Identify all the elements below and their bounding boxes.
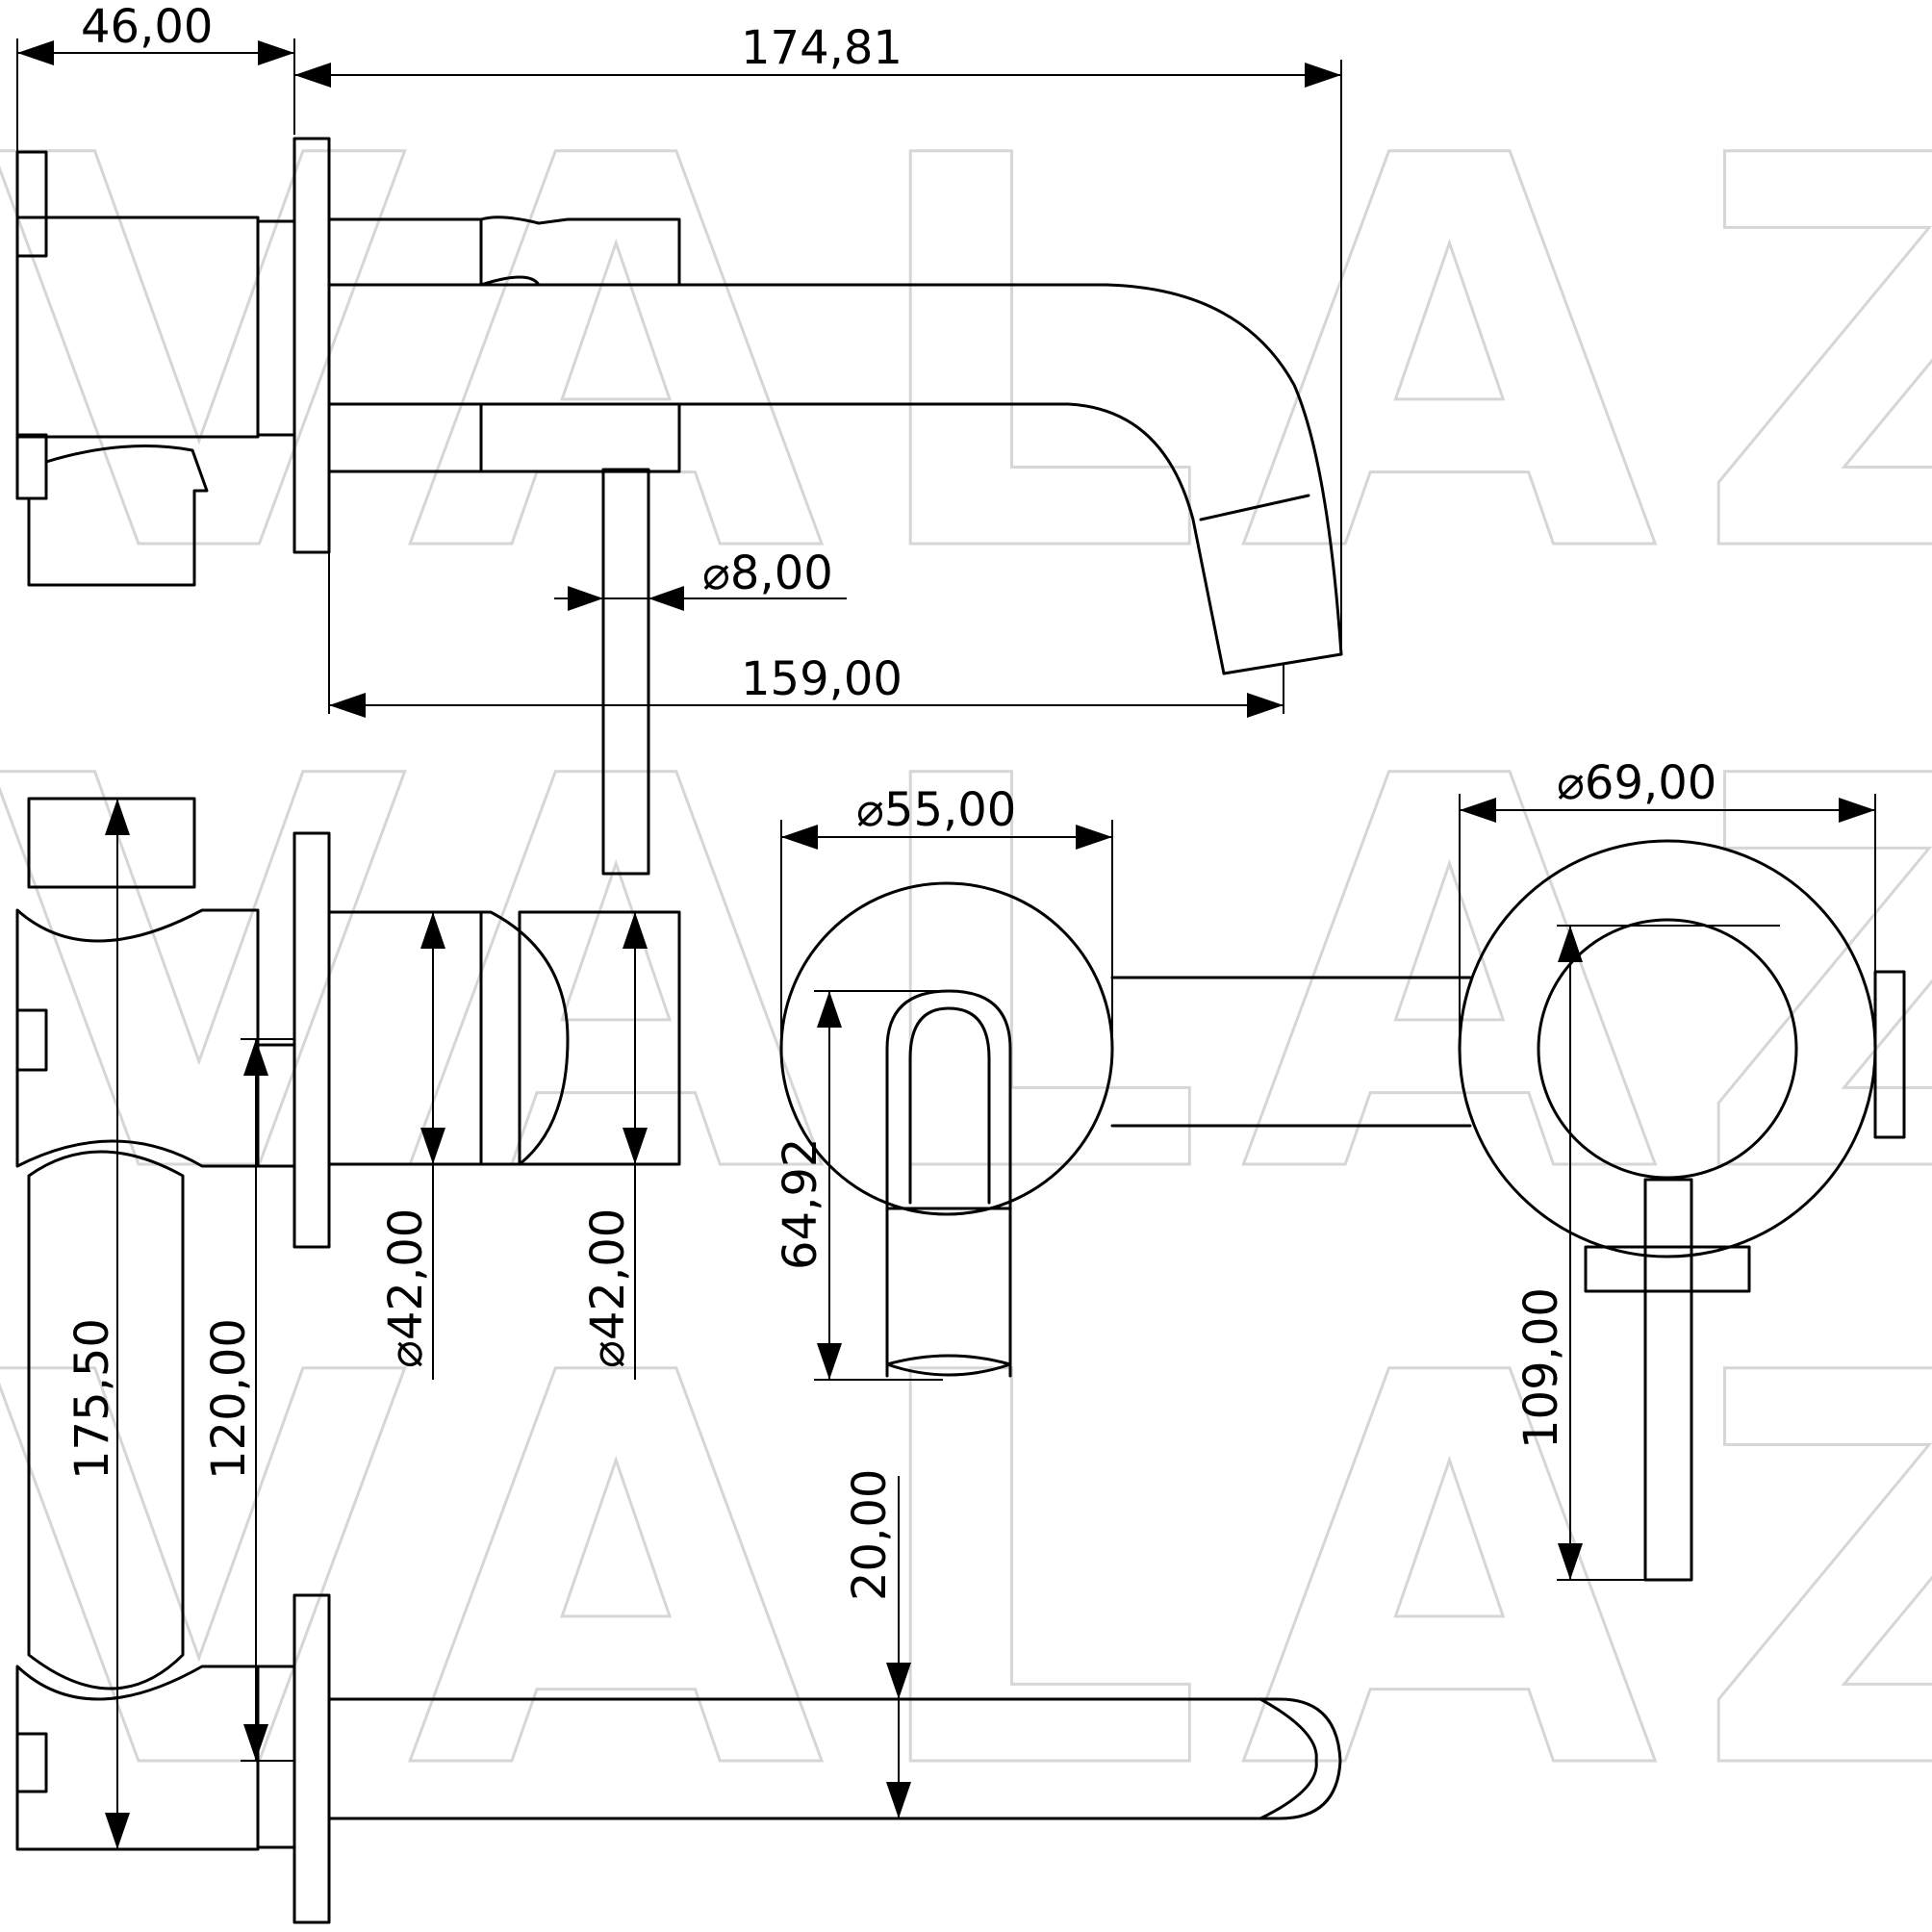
handle-lever-front xyxy=(1643,1178,1693,1582)
plan-spout-tip xyxy=(1258,1697,1318,1820)
dim-174-81: 174,81 xyxy=(293,21,1342,654)
dim-120: 120,00 xyxy=(202,1038,294,1762)
spout-front-inner xyxy=(908,1006,991,1205)
dim-46-arrow-r xyxy=(258,40,294,65)
plan-bottom-housing xyxy=(15,1665,260,1851)
handle-bottom-lug xyxy=(1584,1245,1751,1293)
plan-view xyxy=(15,797,1342,1924)
dim-69-arrow-l xyxy=(1460,798,1496,823)
dim-64-label: 64,92 xyxy=(774,1138,827,1270)
dim-120-arrow-b xyxy=(243,1724,268,1761)
dim-120-arrow-t xyxy=(243,1039,268,1076)
dim-175-arrow-t xyxy=(105,799,130,835)
watermark-row-2: VALAZ xyxy=(0,665,1932,1292)
plan-spout xyxy=(327,1697,1342,1820)
body-bottom-lug xyxy=(15,433,48,500)
spout-front-tip xyxy=(885,1354,1012,1377)
spout-lower-edge xyxy=(327,402,1226,675)
wall-plate xyxy=(292,137,331,554)
plan-wall-plate-bottom xyxy=(292,1593,331,1924)
dim-8: ⌀8,00 xyxy=(554,547,847,611)
dim-175-label: 175,50 xyxy=(65,1318,119,1480)
dim-159: 159,00 xyxy=(328,423,1284,718)
dim-55-arrow-r xyxy=(1076,825,1112,850)
dim-42-b: ⌀42,00 xyxy=(581,912,648,1380)
handle-side-lug xyxy=(1873,970,1906,1139)
spout-front-outline xyxy=(885,989,1012,1378)
dim-174-arrow-l xyxy=(294,63,331,88)
dim-64-92: 64,92 xyxy=(774,990,943,1381)
dim-42b-label: ⌀42,00 xyxy=(581,1208,635,1368)
dim-69-arrow-r xyxy=(1839,798,1875,823)
body-connection xyxy=(1110,976,1472,1128)
dim-69-label: ⌀69,00 xyxy=(1557,756,1716,810)
dim-20: 20,00 xyxy=(843,1469,911,1818)
dim-55: ⌀55,00 xyxy=(780,783,1113,1049)
dim-64-arrow-t xyxy=(817,991,842,1028)
dim-175-5: 175,50 xyxy=(65,799,130,1849)
dim-55-label: ⌀55,00 xyxy=(856,783,1016,837)
dim-20-arrow-t xyxy=(886,1663,911,1699)
dim-8-arrow-l xyxy=(568,586,603,611)
watermark-row-1: VALAZ xyxy=(0,44,1932,672)
watermark: VALAZ VALAZ VALAZ xyxy=(0,43,1932,1891)
plan-handle-hub xyxy=(518,910,681,1166)
dim-46-arrow-l xyxy=(17,40,54,65)
dim-64-arrow-b xyxy=(817,1343,842,1380)
dim-46-label: 46,00 xyxy=(81,0,213,54)
top-view xyxy=(15,137,1343,876)
spout-aerator-line xyxy=(1199,494,1310,521)
dim-42b-arrow-b xyxy=(623,1128,648,1164)
dim-42a-label: ⌀42,00 xyxy=(379,1208,433,1368)
dim-159-arrow-r xyxy=(1247,693,1284,718)
dim-175-arrow-b xyxy=(105,1813,130,1849)
plan-handle-cap xyxy=(479,910,570,1166)
dim-8-arrow-r xyxy=(648,586,684,611)
dim-109-arrow-t xyxy=(1558,926,1583,962)
lever-rod xyxy=(601,468,650,876)
dim-174-label: 174,81 xyxy=(741,21,902,75)
plan-side-lug xyxy=(15,1008,48,1072)
dim-42b-arrow-t xyxy=(623,912,648,949)
dim-42a-arrow-b xyxy=(420,1128,445,1164)
dim-42a-arrow-t xyxy=(420,912,445,949)
dim-109-label: 109,00 xyxy=(1514,1287,1568,1449)
plan-bottom-lug xyxy=(15,1732,48,1793)
dim-8-label: ⌀8,00 xyxy=(702,547,833,600)
dim-20-arrow-b xyxy=(886,1782,911,1818)
dim-109-arrow-b xyxy=(1558,1543,1583,1580)
dim-174-arrow-r xyxy=(1305,63,1341,88)
plan-column xyxy=(27,1150,185,1690)
dim-69: ⌀69,00 xyxy=(1459,756,1876,1049)
spout-upper-edge xyxy=(327,283,1343,656)
dim-20-label: 20,00 xyxy=(843,1469,897,1601)
dim-120-label: 120,00 xyxy=(202,1318,256,1480)
plan-top-block xyxy=(27,797,196,889)
dim-159-arrow-l xyxy=(329,693,366,718)
dim-55-arrow-l xyxy=(781,825,818,850)
dim-109: 109,00 xyxy=(1514,925,1780,1581)
dim-42-a: ⌀42,00 xyxy=(379,912,445,1380)
dim-159-label: 159,00 xyxy=(741,652,902,706)
watermark-row-3: VALAZ xyxy=(0,1261,1932,1889)
dim-46: 46,00 xyxy=(16,0,295,212)
handle-knob xyxy=(1537,918,1798,1180)
